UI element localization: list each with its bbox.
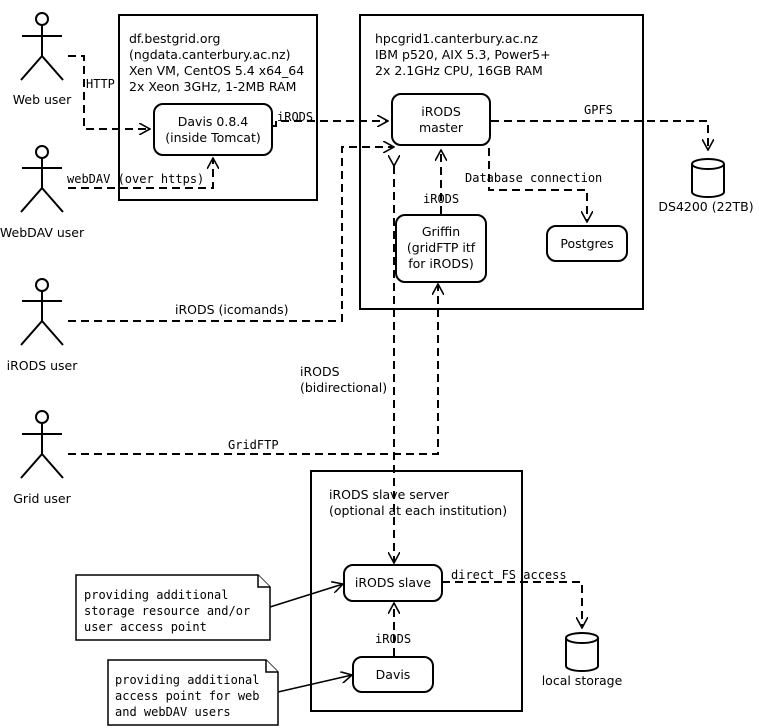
direct-fs-connection	[442, 581, 582, 628]
postgres-label: Postgres	[560, 236, 613, 251]
griffin-box	[395, 214, 487, 283]
slave-davis-label: Davis	[376, 667, 411, 682]
note-storage-arrow	[269, 584, 343, 608]
davis-label-2: (inside Tomcat)	[165, 130, 261, 145]
note-access-line-3: and webDAV users	[115, 705, 231, 719]
hpc-server-line-2: IBM p520, AIX 5.3, Power5+	[375, 47, 551, 62]
note-storage-line-2: storage resource and/or	[84, 604, 250, 618]
davis-irods-label: iRODS	[277, 110, 313, 124]
df-server-line-4: 2x Xeon 3GHz, 1-2MB RAM	[129, 79, 296, 94]
df-server-line-3: Xen VM, CentOS 5.4 x64_64	[129, 63, 304, 78]
web-user-actor-icon	[20, 12, 64, 81]
note-access-line-2: access point for web	[115, 689, 260, 703]
grid-user-actor-icon	[20, 410, 64, 479]
note-access-point	[107, 659, 279, 726]
database-label: Database connection	[465, 171, 602, 185]
irods-user-actor-icon	[20, 278, 64, 346]
irods-master-label-2: master	[419, 120, 464, 135]
note-storage-resource	[75, 574, 271, 641]
ds4200-cylinder-icon	[691, 158, 725, 198]
slave-server-line-1: iRODS slave server	[329, 487, 450, 502]
ds4200-label: DS4200 (22TB)	[658, 199, 753, 214]
griffin-label-2: (gridFTP itf	[407, 240, 476, 255]
webdav-connection	[68, 158, 213, 189]
irods-master-label-1: iRODS	[421, 104, 461, 119]
webdav-label: webDAV (over https)	[67, 172, 204, 186]
slave-davis-irods-label: iRODS	[375, 632, 411, 646]
icommands-connection	[68, 147, 394, 322]
local-storage-cylinder-icon	[565, 632, 599, 672]
icommands-label: iRODS (icomands)	[175, 302, 288, 317]
gridftp-connection	[68, 284, 438, 455]
irods-user-label: iRODS user	[7, 358, 79, 373]
note-storage-line-1: providing additional	[84, 588, 229, 602]
bidirectional-label-1: iRODS	[300, 364, 340, 379]
gpfs-label: GPFS	[584, 103, 613, 117]
irods-slave-label: iRODS slave	[355, 575, 432, 590]
web-user-label: Web user	[13, 92, 72, 107]
hpc-server-line-3: 2x 2.1GHz CPU, 16GB RAM	[375, 63, 543, 78]
postgres-box	[546, 225, 628, 262]
df-server-line-1: df.bestgrid.org	[129, 31, 220, 46]
griffin-label-3: for iRODS)	[408, 256, 474, 271]
grid-user-label: Grid user	[13, 491, 71, 506]
griffin-irods-label: iRODS	[423, 192, 459, 206]
davis-irods-connection	[273, 121, 388, 127]
note-access-line-1: providing additional	[115, 673, 260, 687]
local-storage-label: local storage	[542, 673, 623, 688]
slave-server-line-2: (optional at each institution)	[329, 503, 507, 518]
griffin-label-1: Griffin	[422, 224, 460, 239]
davis-label-1: Davis 0.8.4	[178, 114, 248, 129]
http-connection	[68, 55, 150, 129]
bidirectional-label-2: (bidirectional)	[300, 380, 387, 395]
http-label: HTTP	[86, 77, 115, 91]
database-connection	[488, 148, 587, 222]
davis-box	[153, 103, 273, 156]
gridftp-label: GridFTP	[228, 438, 279, 452]
hpc-server-line-1: hpcgrid1.canterbury.ac.nz	[375, 31, 538, 46]
irods-master-box	[391, 93, 491, 146]
webdav-user-label: WebDAV user	[0, 225, 85, 240]
webdav-user-actor-icon	[20, 145, 64, 213]
direct-fs-label: direct FS access	[451, 568, 567, 582]
df-server-line-2: (ngdata.canterbury.ac.nz)	[129, 47, 291, 62]
gpfs-connection	[491, 120, 708, 150]
note-access-arrow	[277, 675, 352, 693]
note-storage-line-3: user access point	[84, 620, 207, 634]
